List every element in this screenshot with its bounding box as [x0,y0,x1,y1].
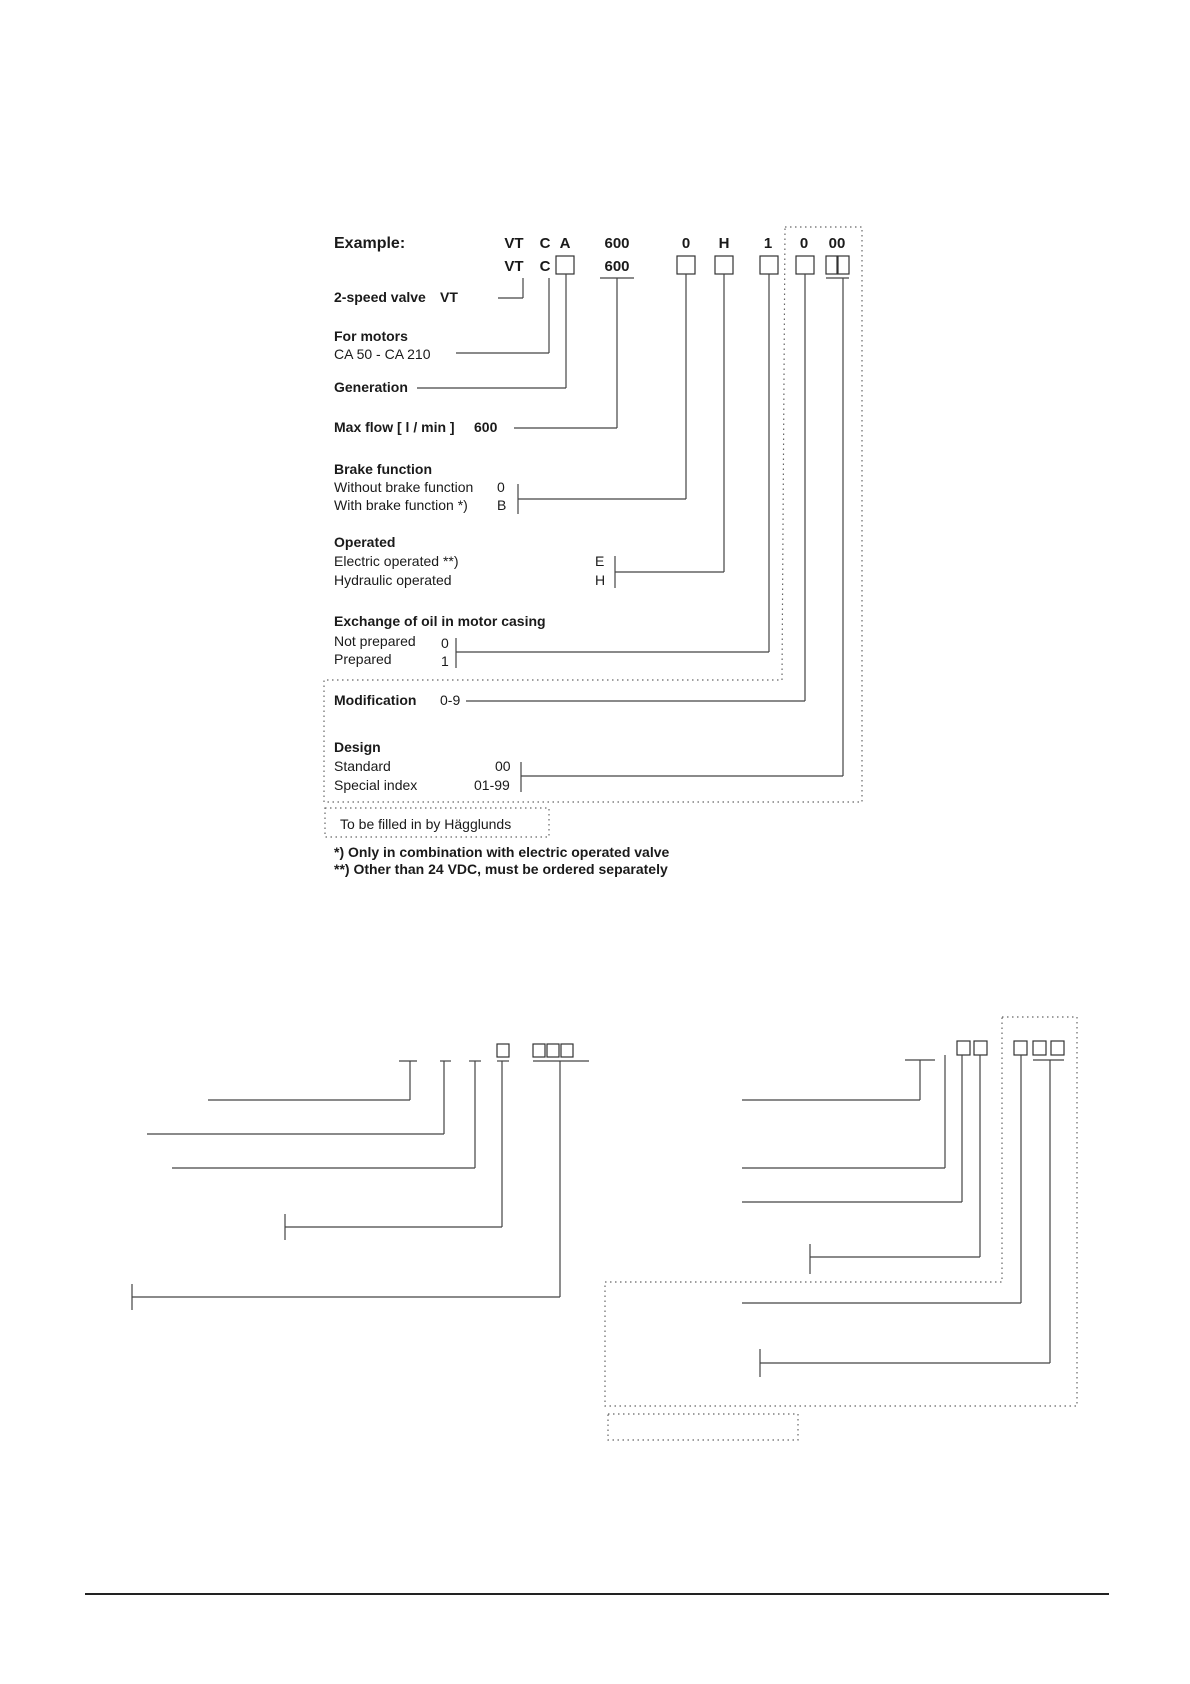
design-box-1 [825,255,838,275]
oil-option-1-label: Prepared [334,651,392,667]
operated-option-1-code: H [595,572,605,588]
oil-exchange-box [759,255,779,275]
operated-option-0-label: Electric operated **) [334,553,459,569]
hagglunds-note-frame [324,807,550,838]
oil-exchange-title: Exchange of oil in motor casing [334,613,546,629]
design-option-1-code: 01-99 [474,777,510,793]
max-flow-title: Max flow [ l / min ] [334,419,455,435]
modification-box [795,255,815,275]
brake-title: Brake function [334,461,432,477]
example-code-0b: 0 [800,235,808,252]
code-c: C [540,258,551,275]
modification-range: 0-9 [440,692,460,708]
hagglunds-fill-region [323,226,863,803]
operated-title: Operated [334,534,395,550]
hagglunds-note: To be filled in by Hägglunds [340,816,511,832]
generation-title: Generation [334,379,408,395]
blank-form-left [131,1043,589,1310]
operated-option-0-code: E [595,553,604,569]
example-code-600: 600 [604,235,629,252]
example-code-a: A [560,235,571,252]
design-option-0-label: Standard [334,758,391,774]
example-code-row: VT C A 600 0 H 1 0 00 [504,235,845,252]
generation-box [555,255,575,275]
example-code-h: H [719,235,730,252]
blank-left-box-4 [560,1043,574,1058]
code-vt: VT [504,258,523,275]
blank-form-right [604,1016,1078,1441]
blank-right-box-4 [1032,1040,1047,1056]
blank-right-box-2 [973,1040,988,1056]
blank-left-box-3 [546,1043,560,1058]
footnote-2: **) Other than 24 VDC, must be ordered s… [334,861,668,877]
blank-left-box-1 [496,1043,510,1058]
design-title: Design [334,739,381,755]
brake-option-1-code: B [497,497,506,513]
brake-option-0-code: 0 [497,479,505,495]
example-code-00: 00 [829,235,846,252]
operated-option-1-label: Hydraulic operated [334,572,452,588]
example-code-1: 1 [764,235,772,252]
blank-right-box-1 [956,1040,971,1056]
design-option-1-label: Special index [334,777,417,793]
example-code-vt: VT [504,235,523,252]
oil-option-0-code: 0 [441,635,449,651]
modification-title: Modification [334,692,416,708]
brake-option-1-label: With brake function *) [334,497,468,513]
blank-left-box-2 [532,1043,546,1058]
valve-value: VT [440,289,458,305]
operated-box [714,255,734,275]
brake-box [676,255,696,275]
design-box-2 [837,255,850,275]
blank-right-box-5 [1050,1040,1065,1056]
example-label: Example: [334,235,405,252]
oil-option-0-label: Not prepared [334,633,416,649]
oil-option-1-code: 1 [441,653,449,669]
footnote-1: *) Only in combination with electric ope… [334,844,670,860]
brake-option-0-label: Without brake function [334,479,473,495]
example-code-c: C [540,235,551,252]
code-600: 600 [604,258,629,275]
motors-range: CA 50 - CA 210 [334,346,431,362]
motors-title: For motors [334,328,408,344]
max-flow-value: 600 [474,419,498,435]
example-code-0: 0 [682,235,690,252]
design-option-0-code: 00 [495,758,511,774]
example-leader-lines [417,274,844,792]
blank-right-box-3 [1013,1040,1028,1056]
valve-title: 2-speed valve [334,289,426,305]
